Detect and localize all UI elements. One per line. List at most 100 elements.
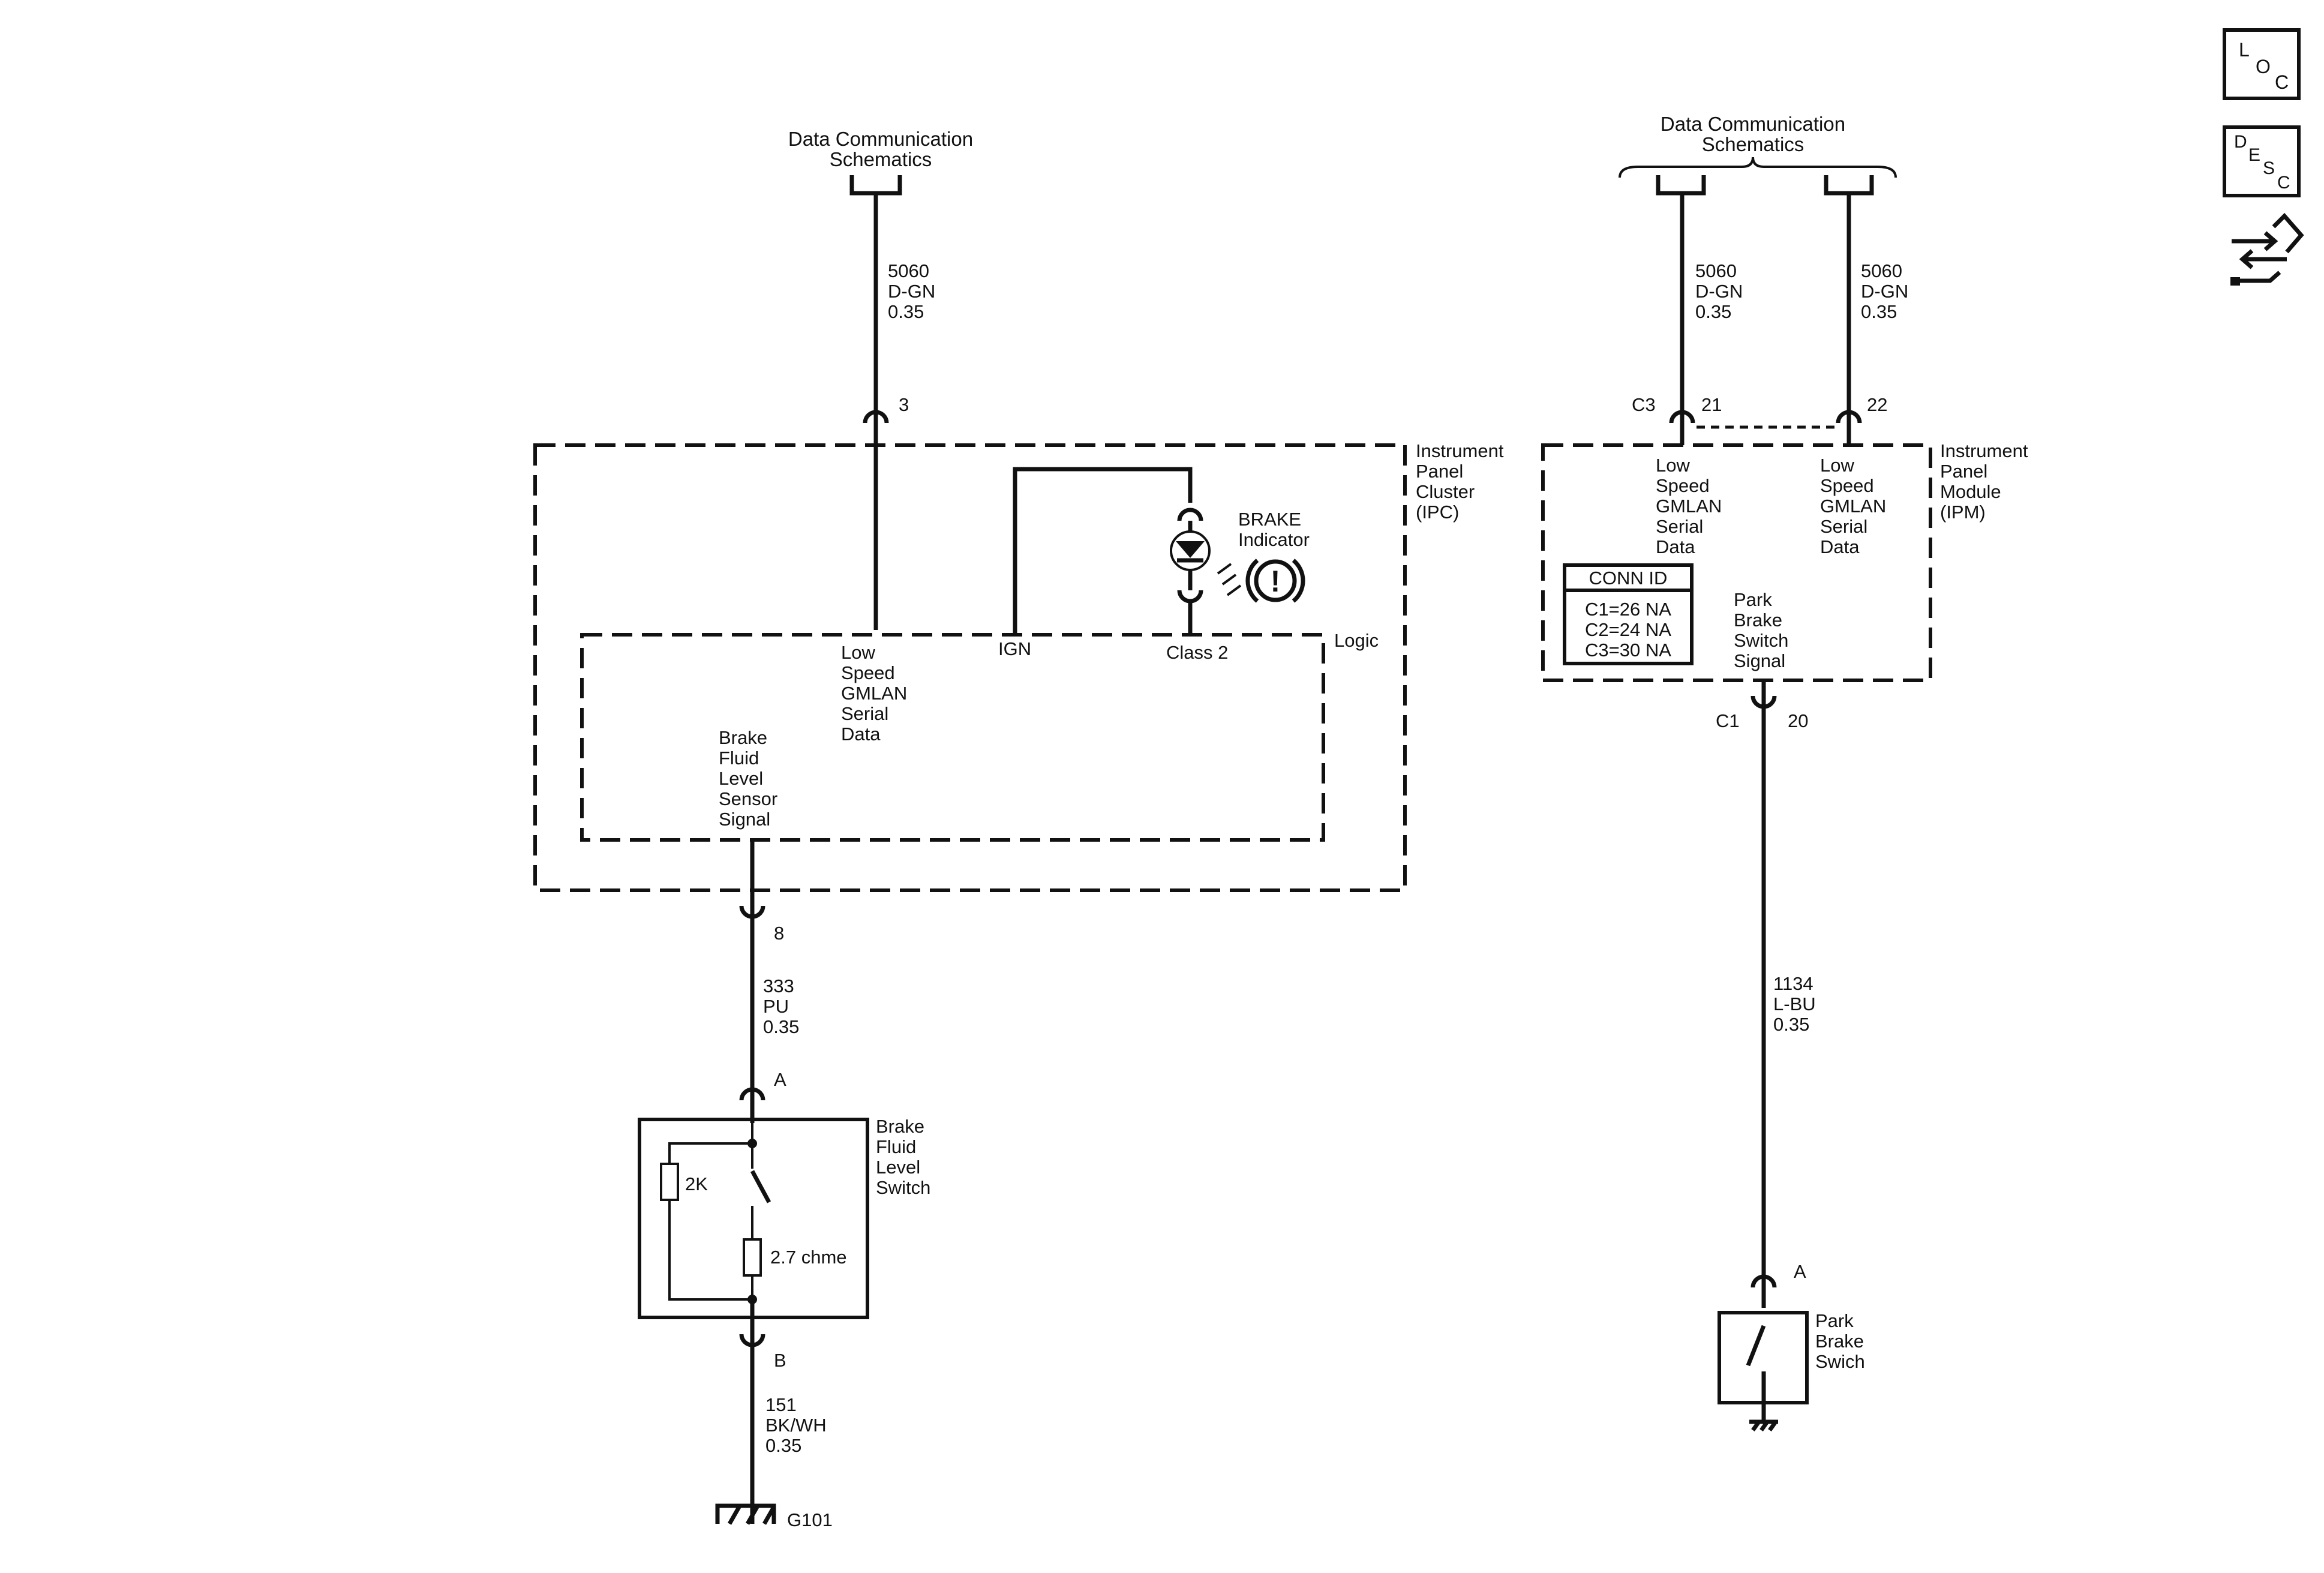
brake-fluid-switch-name-4: Switch: [876, 1177, 930, 1198]
mid-wire-id: 333: [763, 975, 794, 996]
ipm-gmlan-right-1: Low: [1820, 455, 1854, 476]
conn-id-row-3: C3=30 NA: [1585, 640, 1671, 661]
brake-fluid-switch-name-2: Fluid: [876, 1136, 916, 1157]
conn-id-title: CONN ID: [1589, 568, 1668, 589]
flow-loop[interactable]: [2272, 212, 2304, 254]
ipm-gmlan-left-1: Low: [1656, 455, 1690, 476]
left-data-comm-title-2: Schematics: [830, 148, 932, 170]
loc-letter-l: L: [2239, 39, 2250, 61]
right-conn-right: [1824, 175, 1874, 196]
sensor-signal-label-2: Fluid: [719, 748, 759, 769]
left-pin3-connector: [863, 410, 889, 424]
desc-letter-s: S: [2263, 158, 2275, 178]
park-switch-name-2: Brake: [1815, 1331, 1864, 1352]
switch-left-loop: [668, 1142, 752, 1301]
right-data-comm-title-1: Data Communication: [1661, 113, 1845, 135]
bottom-wire-color: BK/WH: [765, 1415, 827, 1436]
loc-letter-o: O: [2256, 56, 2271, 77]
indicator-bottom-connector: [1177, 590, 1203, 604]
brake-led-diode-icon: [1176, 541, 1205, 558]
ipc-name-1: Instrument: [1416, 440, 1504, 461]
resistor-27-label: 2.7 chme: [770, 1247, 847, 1268]
left-pin3-label: 3: [899, 394, 909, 415]
sensor-signal-label-5: Signal: [719, 809, 770, 830]
park-switch-name-3: Swich: [1815, 1351, 1865, 1372]
ipm-gmlan-left-2: Speed: [1656, 475, 1710, 496]
left-data-comm-title-1: Data Communication: [788, 128, 973, 150]
ipm-gmlan-right-3: GMLAN: [1820, 496, 1886, 517]
loc-button[interactable]: L O C: [2223, 28, 2301, 100]
flow-tail[interactable]: [2234, 271, 2281, 283]
ipc-name-3: Cluster: [1416, 481, 1475, 502]
ipm-gmlan-right-5: Data: [1820, 536, 1860, 557]
ipm-name-2: Panel: [1940, 461, 1987, 482]
switch-pinA-connector: [739, 1087, 765, 1101]
left-top-wire-gauge: 0.35: [888, 301, 924, 322]
ipm-gmlan-right-2: Speed: [1820, 475, 1874, 496]
ipc-name-4: (IPC): [1416, 502, 1459, 523]
wire-left-gauge: 0.35: [1695, 301, 1731, 322]
ipm-name-3: Module: [1940, 481, 2001, 502]
brake-fluid-switch-name-3: Level: [876, 1157, 920, 1178]
pin20-connector: [1750, 695, 1777, 709]
mid-wire-gauge: 0.35: [763, 1016, 799, 1037]
desc-letter-c: C: [2277, 173, 2290, 193]
sensor-signal-label-3: Level: [719, 768, 763, 789]
pin8-label: 8: [774, 923, 784, 944]
ipm-gmlan-left-4: Serial: [1656, 516, 1703, 537]
brake-indicator-label-2: Indicator: [1238, 529, 1310, 550]
park-signal-label-2: Brake: [1734, 610, 1782, 631]
wire-right-id: 5060: [1861, 260, 1902, 281]
ipc-gmlan-label-2: Speed: [841, 662, 895, 683]
flow-handle[interactable]: [2230, 277, 2240, 286]
bottom-wire-id: 151: [765, 1394, 797, 1415]
conn-id-row-2: C2=24 NA: [1585, 619, 1671, 640]
flow-arrow-top[interactable]: [2232, 231, 2278, 251]
ipc-name-2: Panel: [1416, 461, 1463, 482]
conn-id-table: CONN ID C1=26 NA C2=24 NA C3=30 NA: [1563, 563, 1694, 665]
brake-fluid-switch-name-1: Brake: [876, 1116, 924, 1137]
switch-pinB-connector: [739, 1334, 765, 1347]
ipm-name-1: Instrument: [1940, 440, 2028, 461]
park-pinA-connector: [1750, 1274, 1777, 1288]
park-ground-icon: [1749, 1419, 1778, 1432]
loc-icon[interactable]: [2223, 28, 2301, 100]
flow-arrow-bottom[interactable]: [2239, 249, 2287, 269]
ipc-gmlan-label-4: Serial: [841, 703, 888, 724]
ipm-name-4: (IPM): [1940, 502, 1986, 523]
park-switch-blade-icon: [1746, 1325, 1766, 1367]
float-switch-blade-icon: [750, 1170, 771, 1203]
park-switch-name-1: Park: [1815, 1310, 1854, 1331]
logic-label: Logic: [1334, 630, 1379, 651]
ground-g101-icon: [715, 1503, 776, 1525]
data-comm-brace: [1619, 157, 1897, 178]
switch-pinB-label: B: [774, 1350, 786, 1371]
pin22-label: 22: [1867, 394, 1887, 415]
right-schematic: Data Communication Schematics 5060 D-GN …: [1541, 113, 2028, 1432]
conn-id-box: [1563, 563, 1694, 665]
resistor-2k-label: 2K: [685, 1173, 708, 1194]
park-signal-label-3: Switch: [1734, 630, 1788, 651]
brake-warning-right-arc-icon: [1292, 559, 1305, 603]
side-icons: L O C D E S C: [2223, 28, 2304, 286]
ipm-gmlan-right-4: Serial: [1820, 516, 1867, 537]
ipm-gmlan-left-5: Data: [1656, 536, 1695, 557]
right-data-comm-title-2: Schematics: [1702, 133, 1804, 155]
indicator-top-connector: [1177, 508, 1203, 521]
desc-icon[interactable]: [2223, 125, 2301, 197]
desc-button[interactable]: D E S C: [2223, 125, 2301, 197]
brake-indicator-label-1: BRAKE: [1238, 509, 1301, 530]
right-conn-left: [1656, 175, 1706, 196]
park-signal-label-4: Signal: [1734, 650, 1785, 671]
pin21-connector: [1669, 410, 1695, 424]
flow-arrows-icon[interactable]: [2230, 212, 2304, 286]
park-signal-label-1: Park: [1734, 589, 1772, 610]
brake-warning-left-arc-icon: [1245, 559, 1259, 603]
ign-label: IGN: [998, 638, 1031, 659]
left-schematic: Data Communication Schematics 5060 D-GN …: [533, 128, 1504, 1530]
class2-label: Class 2: [1166, 642, 1228, 663]
ipc-gmlan-label-5: Data: [841, 724, 881, 745]
resistor-27-icon: [743, 1238, 762, 1277]
brake-warning-symbol: !: [1271, 565, 1281, 598]
pin20-label: 20: [1788, 710, 1808, 731]
